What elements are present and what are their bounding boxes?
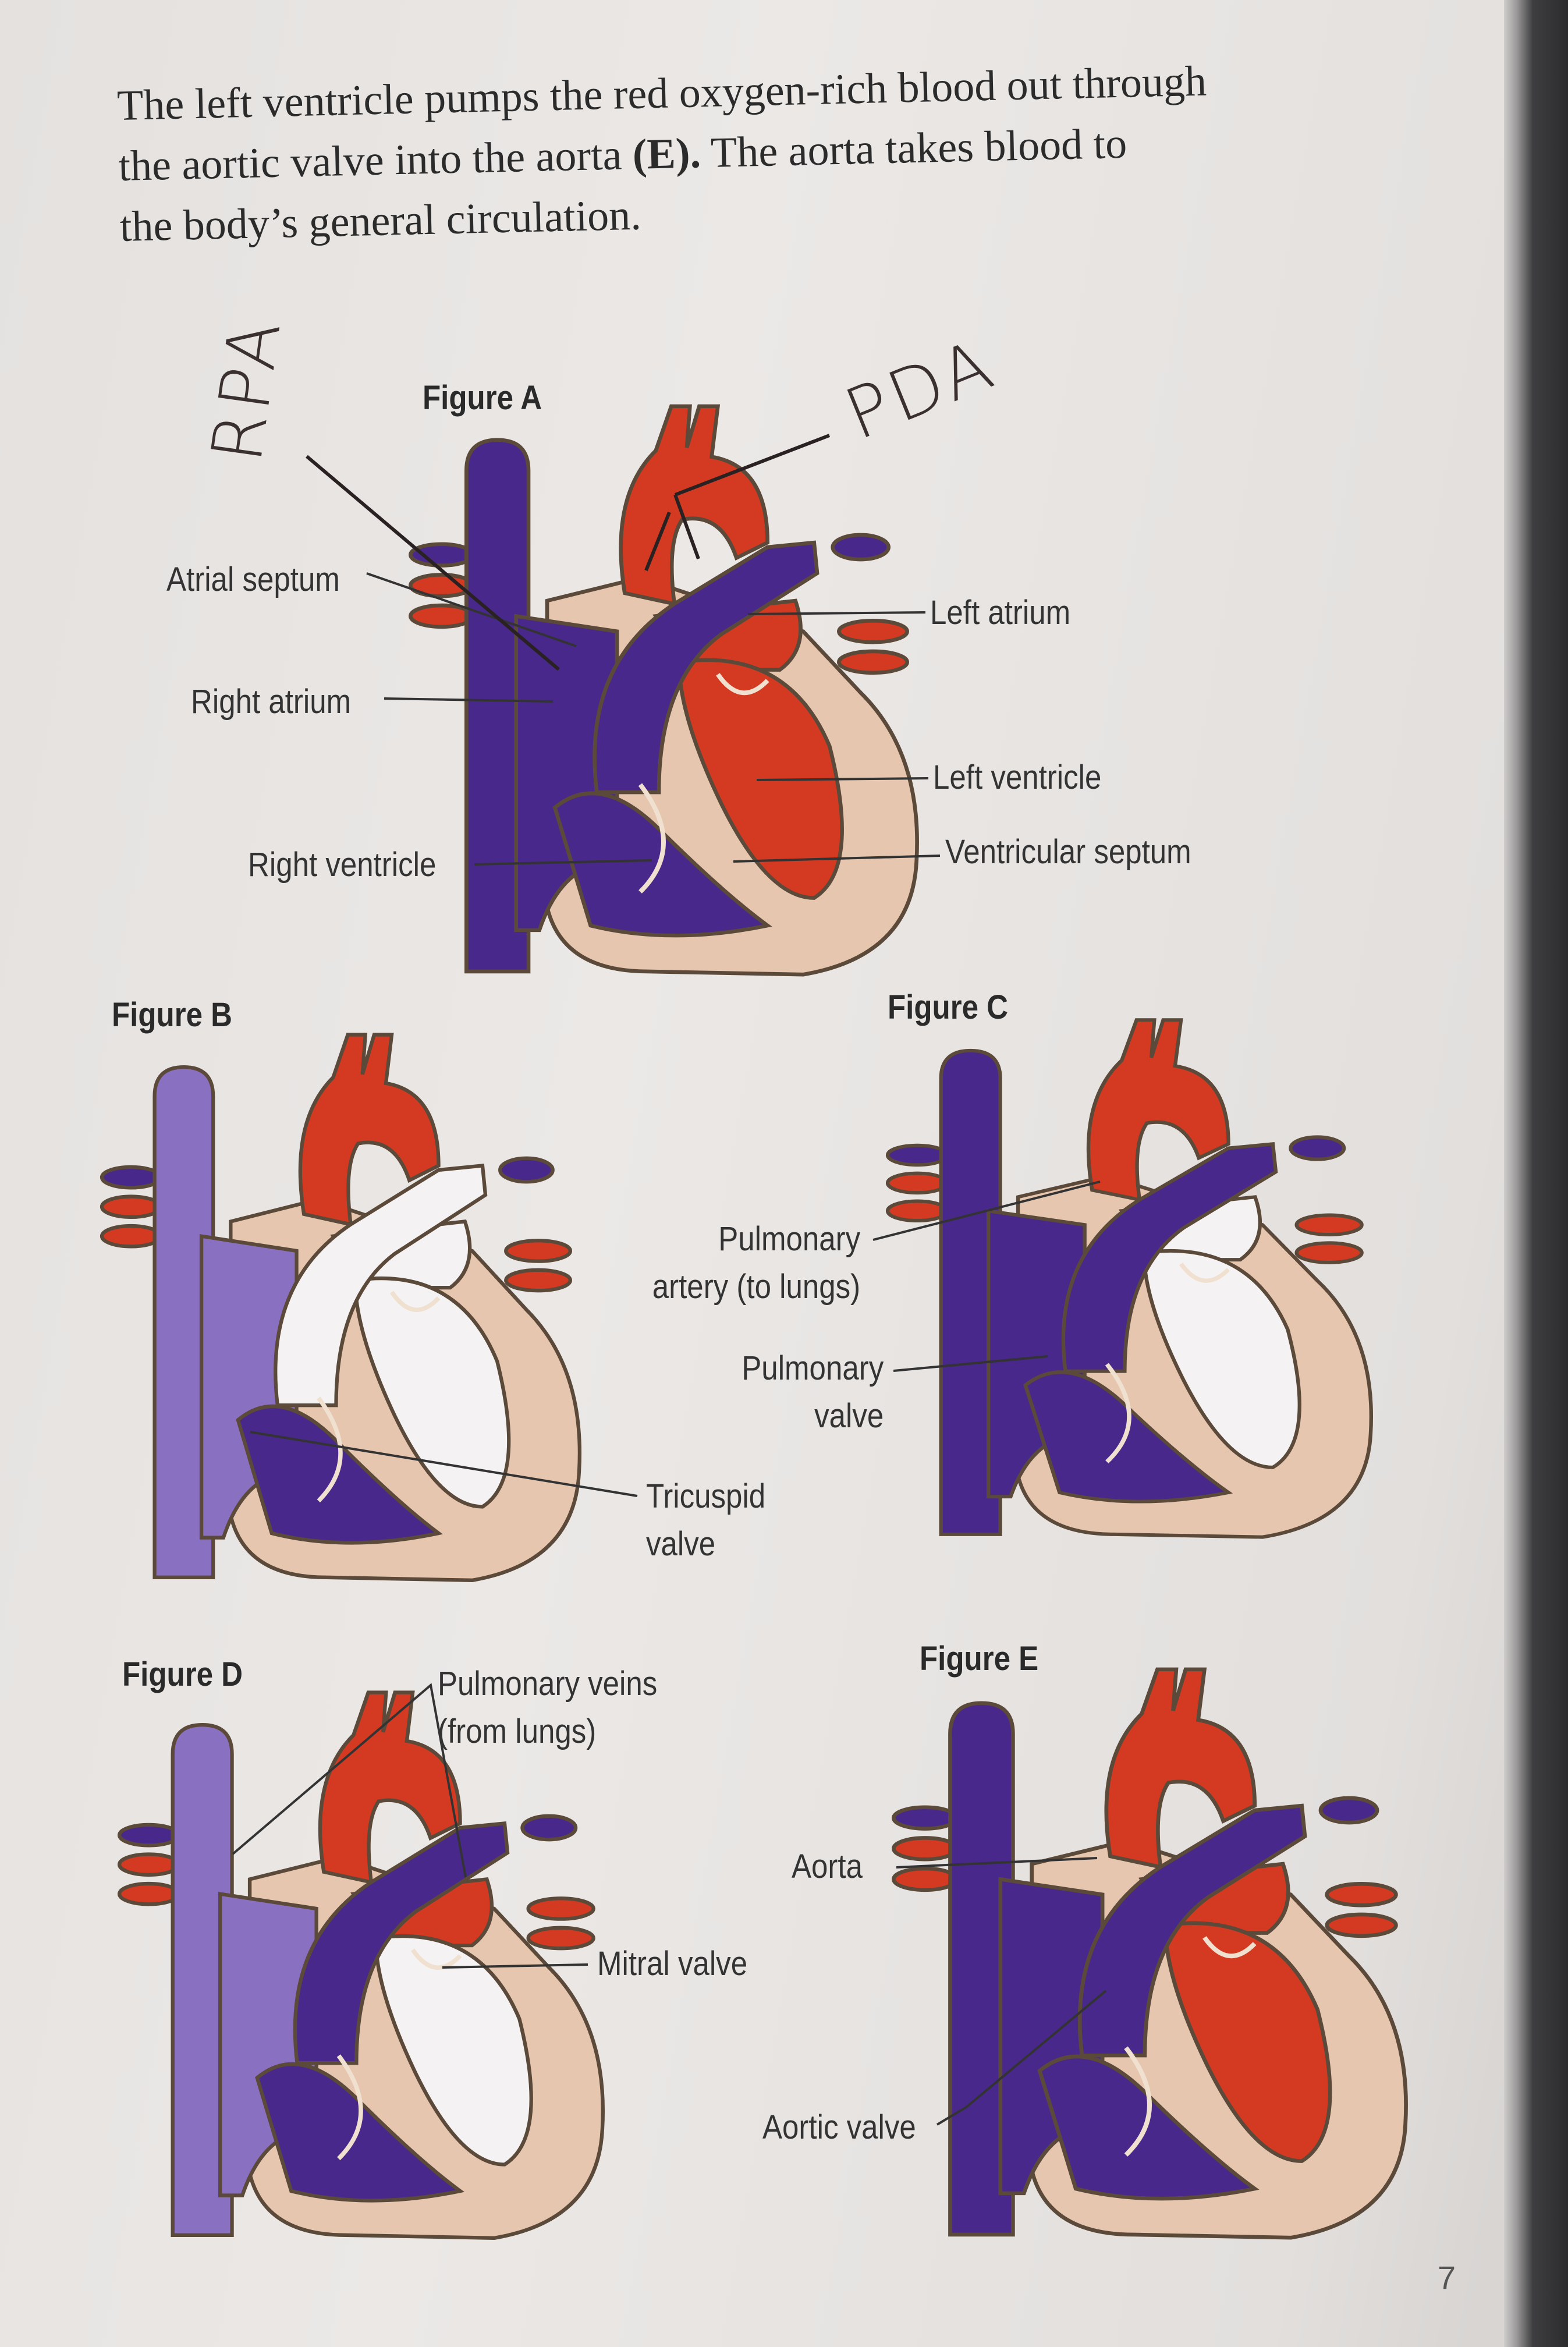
figure-c-title: Figure C (888, 988, 1009, 1026)
aorta (1086, 1018, 1230, 1202)
figure-a-title: Figure A (423, 379, 542, 417)
handwritten-mark (644, 494, 700, 572)
label-pulmonary-valve: Pulmonary valve (742, 1345, 884, 1440)
mitral-valve (410, 1948, 462, 1970)
label-line: artery (to lungs) (652, 1268, 860, 1306)
mitral-valve (716, 673, 769, 696)
label-left-atrium: Left atrium (930, 594, 1071, 632)
label-pulmonary-artery: Pulmonary artery (to lungs) (652, 1215, 860, 1311)
pulmonary-vein-right-icon (526, 1926, 595, 1951)
label-tricuspid-valve: Tricuspid valve (646, 1473, 765, 1568)
tricuspid-valve (336, 2054, 363, 2161)
label-line: valve (646, 1525, 716, 1563)
leader-pulmonary-veins (232, 1683, 467, 1878)
pulmonary-artery-branch-icon (498, 1156, 555, 1184)
left-ventricle (353, 1277, 511, 1509)
pulmonary-vein-right-icon (1294, 1241, 1364, 1264)
handwritten-line-right (674, 434, 831, 497)
label-right-atrium: Right atrium (191, 683, 352, 721)
pulmonary-vein-right-icon (837, 649, 909, 675)
pulmonary-artery (1061, 1142, 1278, 1373)
label-line: Pulmonary (718, 1220, 860, 1258)
leader-right-ventricle (474, 859, 652, 866)
figure-e-title: Figure E (920, 1640, 1039, 1678)
figure-d-title: Figure D (122, 1655, 243, 1693)
mitral-valve (389, 1291, 441, 1313)
vena-cava (171, 1722, 234, 2237)
pulmonary-vein-right-icon (504, 1239, 573, 1263)
pulmonary-artery-branch-icon (1289, 1135, 1346, 1161)
pulmonary-artery-branch-icon (831, 533, 891, 562)
label-left-ventricle: Left ventricle (933, 758, 1102, 796)
label-aorta: Aorta (792, 1848, 863, 1885)
pulmonary-vein-right-icon (1294, 1213, 1364, 1236)
leader-left-ventricle (756, 777, 929, 781)
leader-aortic-valve (936, 1990, 1107, 2126)
label-ventricular-septum: Ventricular septum (945, 833, 1191, 871)
tricuspid-valve (317, 1396, 343, 1503)
label-mitral-valve: Mitral valve (597, 1945, 748, 1983)
aorta (1104, 1667, 1257, 1870)
leader-left-atrium (747, 611, 926, 615)
vena-cava (948, 1701, 1015, 2237)
tricuspid-valve (1105, 1363, 1131, 1463)
book-edge (1504, 0, 1568, 2347)
pulmonary-artery (593, 540, 820, 795)
left-ventricle (1142, 1249, 1301, 1469)
vena-cava (152, 1065, 215, 1579)
heart-diagram-b (100, 1033, 581, 1583)
leader-atrial-septum (366, 572, 577, 647)
pulmonary-artery (293, 1821, 510, 2065)
page-number: 7 (1438, 2259, 1456, 2296)
label-line: (from lungs) (438, 1713, 597, 1750)
label-atrial-septum: Atrial septum (166, 561, 340, 598)
label-line: Pulmonary (742, 1349, 884, 1387)
label-line: Tricuspid (646, 1477, 766, 1515)
mitral-valve (1179, 1263, 1230, 1283)
pulmonary-artery (1077, 1803, 1307, 2058)
leader-pulmonary-valve (893, 1355, 1048, 1372)
aorta (298, 1033, 441, 1227)
tricuspid-valve (638, 783, 666, 894)
leader-right-atrium (384, 697, 554, 703)
aorta (619, 404, 770, 607)
heart-diagram-a (409, 404, 919, 977)
left-ventricle (374, 1934, 533, 2167)
left-ventricle (1163, 1921, 1332, 2163)
mitral-valve (1202, 1936, 1257, 1959)
leader-ventricular-septum (733, 855, 941, 863)
label-pulmonary-veins: Pulmonary veins (from lungs) (438, 1660, 657, 1756)
leader-pulmonary-artery (872, 1180, 1101, 1241)
heart-diagram-c (885, 1018, 1373, 1539)
vena-cava (464, 438, 531, 974)
pulmonary-vein-right-icon (837, 619, 909, 644)
label-line: valve (814, 1397, 884, 1435)
heart-diagram-d (117, 1690, 605, 2240)
pulmonary-artery-branch-icon (1318, 1796, 1379, 1825)
label-right-ventricle: Right ventricle (248, 846, 437, 884)
pulmonary-vein-right-icon (1325, 1912, 1398, 1938)
tricuspid-valve (1124, 2046, 1152, 2157)
figure-b-title: Figure B (112, 996, 233, 1034)
heart-diagram-e (892, 1667, 1408, 2240)
pulmonary-artery (274, 1163, 488, 1408)
pulmonary-artery-branch-icon (520, 1814, 578, 1842)
leader-tricuspid-valve (250, 1431, 638, 1497)
pulmonary-vein-right-icon (504, 1268, 573, 1293)
pulmonary-vein-right-icon (526, 1896, 595, 1921)
label-line: Pulmonary veins (438, 1665, 658, 1703)
leader-mitral-valve (442, 1963, 588, 1969)
vena-cava (939, 1048, 1002, 1536)
leader-aorta (896, 1857, 1098, 1869)
pulmonary-vein-right-icon (1325, 1882, 1398, 1908)
label-aortic-valve: Aortic valve (762, 2108, 916, 2146)
handwritten-line-left (306, 455, 560, 671)
